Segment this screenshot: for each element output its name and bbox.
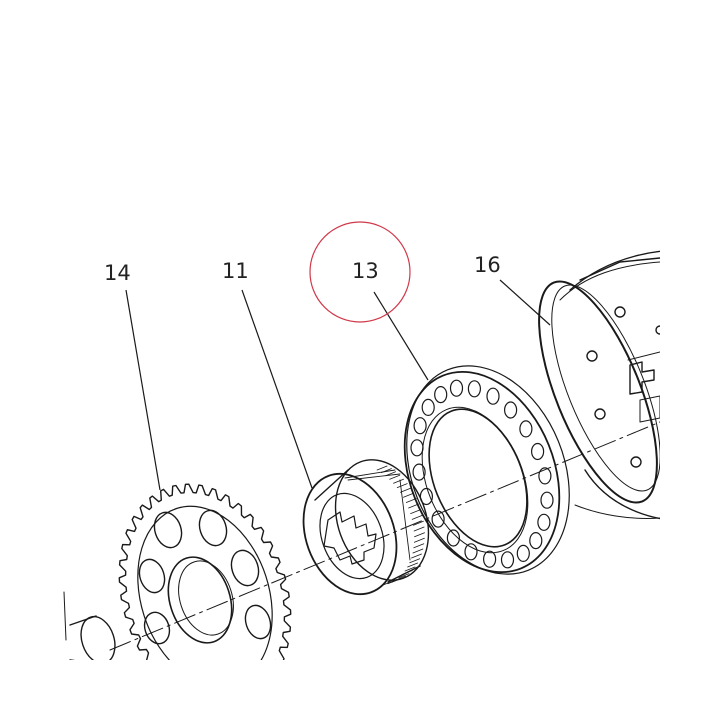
sprag-line <box>404 566 416 572</box>
roller <box>486 387 500 405</box>
leader-line-16 <box>499 279 551 326</box>
highlight-circle <box>309 221 411 323</box>
roller <box>410 439 424 457</box>
roller <box>529 531 543 550</box>
sprag-line <box>398 573 410 578</box>
roller <box>446 529 460 547</box>
center-axis-line <box>109 421 660 651</box>
sprag-line <box>407 562 419 568</box>
leader-line-13 <box>373 291 429 381</box>
callout-14: 14 <box>104 261 131 285</box>
roller <box>537 513 551 531</box>
sprag-line <box>405 498 417 503</box>
sprag-line <box>408 503 420 509</box>
sprag-line <box>385 471 397 477</box>
roller <box>449 379 464 397</box>
sprag-line <box>409 558 421 564</box>
roller <box>530 442 545 461</box>
roller <box>464 543 478 561</box>
roller <box>413 417 427 435</box>
leader-line-14 <box>125 289 161 491</box>
part-11-freewheel <box>302 459 430 596</box>
sprag-line <box>413 543 425 549</box>
callout-16: 16 <box>474 253 501 277</box>
roller <box>538 467 552 485</box>
sprag-line <box>412 520 424 526</box>
sprag-line <box>401 570 413 575</box>
sprag-line <box>389 474 401 480</box>
part-14-gear <box>118 483 292 660</box>
sprag-line <box>395 575 406 581</box>
roller <box>412 463 426 481</box>
roller <box>516 544 530 563</box>
callout-13: 13 <box>352 259 379 283</box>
sprag-line <box>410 509 422 514</box>
sprag-line <box>383 580 395 586</box>
sprag-line <box>403 492 414 498</box>
roller <box>431 510 445 528</box>
sprag-line <box>387 579 399 585</box>
part-16-housing <box>538 250 660 520</box>
roller <box>434 386 448 404</box>
sprag-line <box>414 532 425 538</box>
roller <box>500 551 515 569</box>
callout-11: 11 <box>222 259 249 283</box>
roller <box>467 380 481 398</box>
roller <box>421 398 435 416</box>
sprag-line <box>411 515 423 520</box>
sprag-line <box>413 526 425 532</box>
roller <box>540 491 554 509</box>
sprag-line <box>380 468 392 474</box>
shaft-stub <box>63 591 116 660</box>
roller <box>504 401 518 419</box>
sprag-line <box>376 465 388 471</box>
roller <box>483 550 497 568</box>
leader-line-11 <box>241 289 313 489</box>
sprag-line <box>393 478 404 484</box>
sprag-line <box>396 483 408 489</box>
roller <box>519 420 533 438</box>
sprag-line <box>413 537 425 543</box>
sprag-line <box>411 553 422 559</box>
sprag-line <box>400 487 411 493</box>
sprag-line <box>412 548 424 554</box>
